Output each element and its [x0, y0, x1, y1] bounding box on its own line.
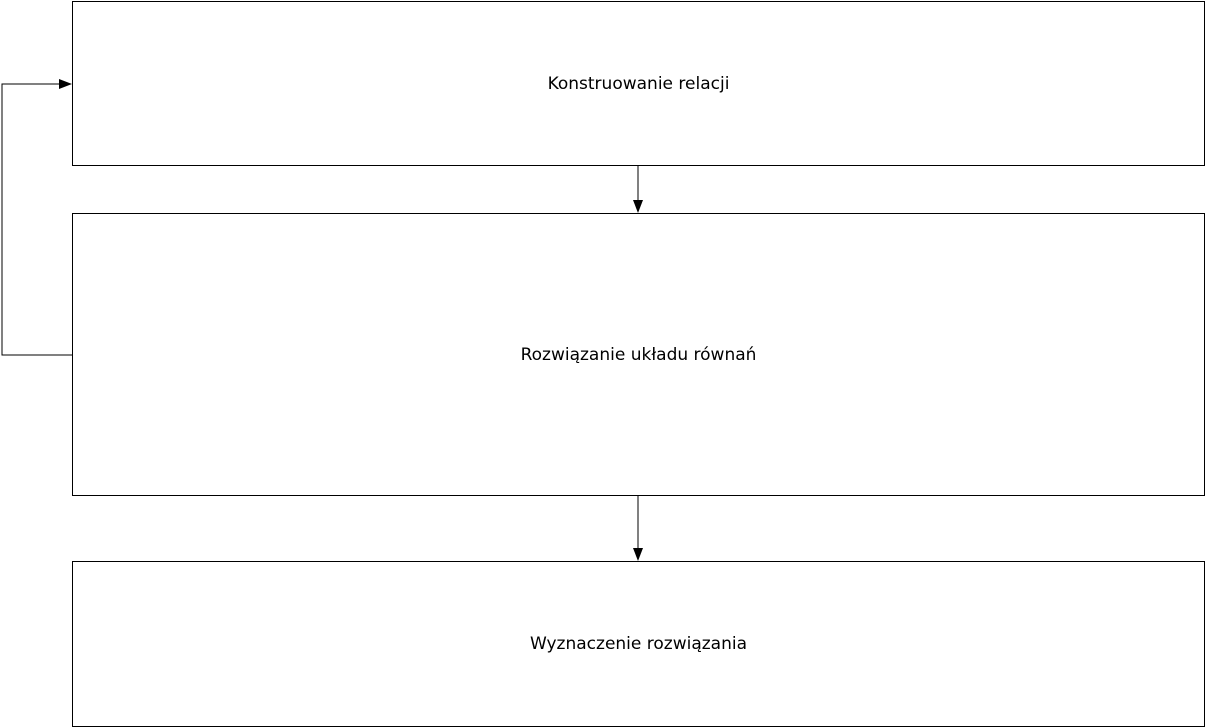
node-label: Wyznaczenie rozwiązania: [529, 634, 747, 654]
edge-feedback-loop: [1, 79, 72, 356]
node-konstruowanie-relacji: Konstruowanie relacji: [72, 1, 1205, 166]
node-label: Rozwiązanie układu równań: [520, 344, 757, 365]
arrowhead-icon: [59, 79, 72, 89]
node-label: Konstruowanie relacji: [547, 73, 730, 94]
node-rozwiazanie-ukladu-rownan: Rozwiązanie układu równań: [72, 213, 1205, 496]
arrowhead-icon: [633, 200, 643, 213]
node-wyznaczenie-rozwiazania: Wyznaczenie rozwiązania: [72, 561, 1205, 727]
arrowhead-icon: [633, 548, 643, 561]
edge-rozwiazanie-to-wyznaczenie: [633, 496, 643, 561]
edge-konstruowanie-to-rozwiazanie: [633, 166, 643, 213]
